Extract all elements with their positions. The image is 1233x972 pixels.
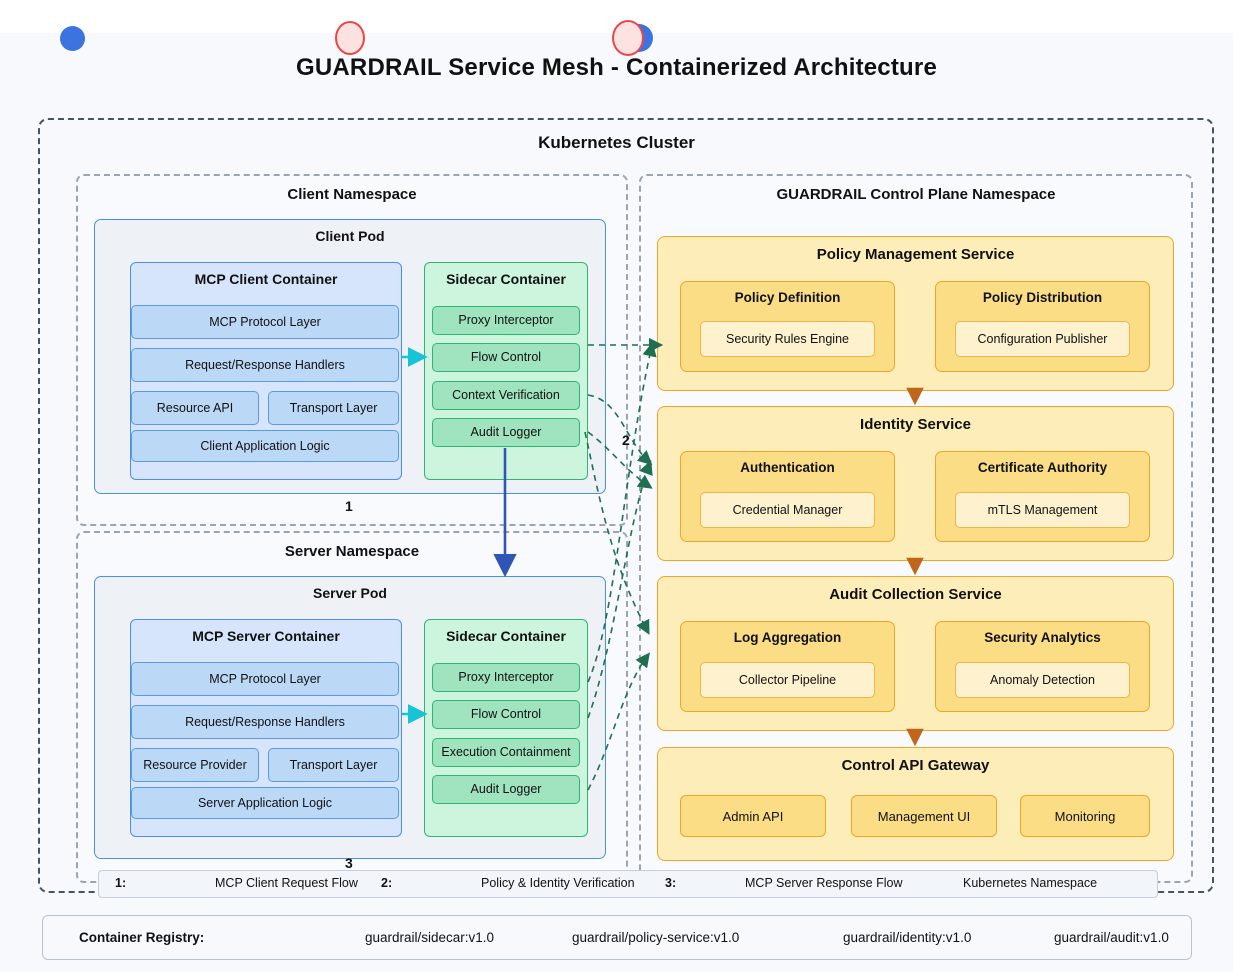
registry-image-identity: guardrail/identity:v1.0 <box>843 930 972 945</box>
security-analytics-title: Security Analytics <box>984 630 1101 645</box>
server-audit-logger[interactable]: Audit Logger <box>432 775 580 804</box>
security-rules-engine[interactable]: Security Rules Engine <box>700 321 875 357</box>
registry-label: Container Registry: <box>79 930 205 945</box>
admin-api[interactable]: Admin API <box>680 795 826 837</box>
server-application-logic[interactable]: Server Application Logic <box>131 787 399 819</box>
policy-definition-title: Policy Definition <box>734 290 841 305</box>
server-pod-title: Server Pod <box>313 585 387 601</box>
anomaly-detection[interactable]: Anomaly Detection <box>955 662 1130 698</box>
client-context-verification[interactable]: Context Verification <box>432 381 580 410</box>
server-execution-containment[interactable]: Execution Containment <box>432 738 580 767</box>
policy-distribution-title: Policy Distribution <box>982 290 1103 305</box>
legend-key-3: 3: <box>665 876 677 890</box>
client-resource-api[interactable]: Resource API <box>131 391 259 425</box>
management-ui[interactable]: Management UI <box>851 795 997 837</box>
client-namespace-title: Client Namespace <box>287 186 417 203</box>
legend-bar: 1: MCP Client Request Flow 2: Policy & I… <box>98 870 1158 898</box>
control-api-gateway-title: Control API Gateway <box>841 757 990 774</box>
identity-service-title: Identity Service <box>860 416 971 433</box>
blue-dot-left-icon <box>60 26 85 51</box>
client-flow-control[interactable]: Flow Control <box>432 343 580 372</box>
monitoring[interactable]: Monitoring <box>1020 795 1150 837</box>
flow-number-2: 2 <box>622 432 630 448</box>
certificate-authority-title: Certificate Authority <box>977 460 1108 475</box>
control-plane-namespace-title: GUARDRAIL Control Plane Namespace <box>776 186 1056 203</box>
page-title: GUARDRAIL Service Mesh - Containerized A… <box>295 54 937 81</box>
server-transport-layer[interactable]: Transport Layer <box>268 748 399 782</box>
kubernetes-cluster-title: Kubernetes Cluster <box>538 133 695 152</box>
mcp-server-container-title: MCP Server Container <box>192 628 340 644</box>
client-request-response-handlers[interactable]: Request/Response Handlers <box>131 348 399 382</box>
registry-image-sidecar: guardrail/sidecar:v1.0 <box>365 930 495 945</box>
pink-circle-right-icon <box>612 20 644 56</box>
client-sidecar-container-title: Sidecar Container <box>446 271 566 287</box>
authentication-title: Authentication <box>740 460 835 475</box>
client-mcp-protocol-layer[interactable]: MCP Protocol Layer <box>131 305 399 339</box>
client-audit-logger[interactable]: Audit Logger <box>432 418 580 447</box>
legend-label-1: MCP Client Request Flow <box>215 876 358 890</box>
audit-collection-service-title: Audit Collection Service <box>829 586 1002 603</box>
server-resource-provider[interactable]: Resource Provider <box>131 748 259 782</box>
client-pod-title: Client Pod <box>315 228 385 244</box>
client-proxy-interceptor[interactable]: Proxy Interceptor <box>432 306 580 335</box>
client-transport-layer[interactable]: Transport Layer <box>268 391 399 425</box>
legend-namespace-label: Kubernetes Namespace <box>963 876 1098 890</box>
server-proxy-interceptor[interactable]: Proxy Interceptor <box>432 663 580 692</box>
legend-label-3: MCP Server Response Flow <box>745 876 903 890</box>
legend-key-2: 2: <box>381 876 393 890</box>
server-mcp-protocol-layer[interactable]: MCP Protocol Layer <box>131 662 399 696</box>
server-flow-control[interactable]: Flow Control <box>432 700 580 729</box>
client-application-logic[interactable]: Client Application Logic <box>131 430 399 462</box>
registry-image-policy-service: guardrail/policy-service:v1.0 <box>572 930 740 945</box>
flow-number-1: 1 <box>345 498 353 514</box>
credential-manager[interactable]: Credential Manager <box>700 492 875 528</box>
container-registry-bar: Container Registry: guardrail/sidecar:v1… <box>42 915 1192 960</box>
policy-management-service-title: Policy Management Service <box>816 246 1015 263</box>
legend-key-1: 1: <box>115 876 127 890</box>
log-aggregation-title: Log Aggregation <box>733 630 842 645</box>
mtls-management[interactable]: mTLS Management <box>955 492 1130 528</box>
mcp-client-container-title: MCP Client Container <box>194 271 338 287</box>
collector-pipeline[interactable]: Collector Pipeline <box>700 662 875 698</box>
legend-label-2: Policy & Identity Verification <box>481 876 635 890</box>
pink-circle-center-icon <box>335 21 365 55</box>
configuration-publisher[interactable]: Configuration Publisher <box>955 321 1130 357</box>
flow-number-3: 3 <box>345 855 353 871</box>
server-request-response-handlers[interactable]: Request/Response Handlers <box>131 705 399 739</box>
server-sidecar-container-title: Sidecar Container <box>446 628 566 644</box>
server-namespace-title: Server Namespace <box>284 543 420 560</box>
registry-image-audit: guardrail/audit:v1.0 <box>1054 930 1169 945</box>
